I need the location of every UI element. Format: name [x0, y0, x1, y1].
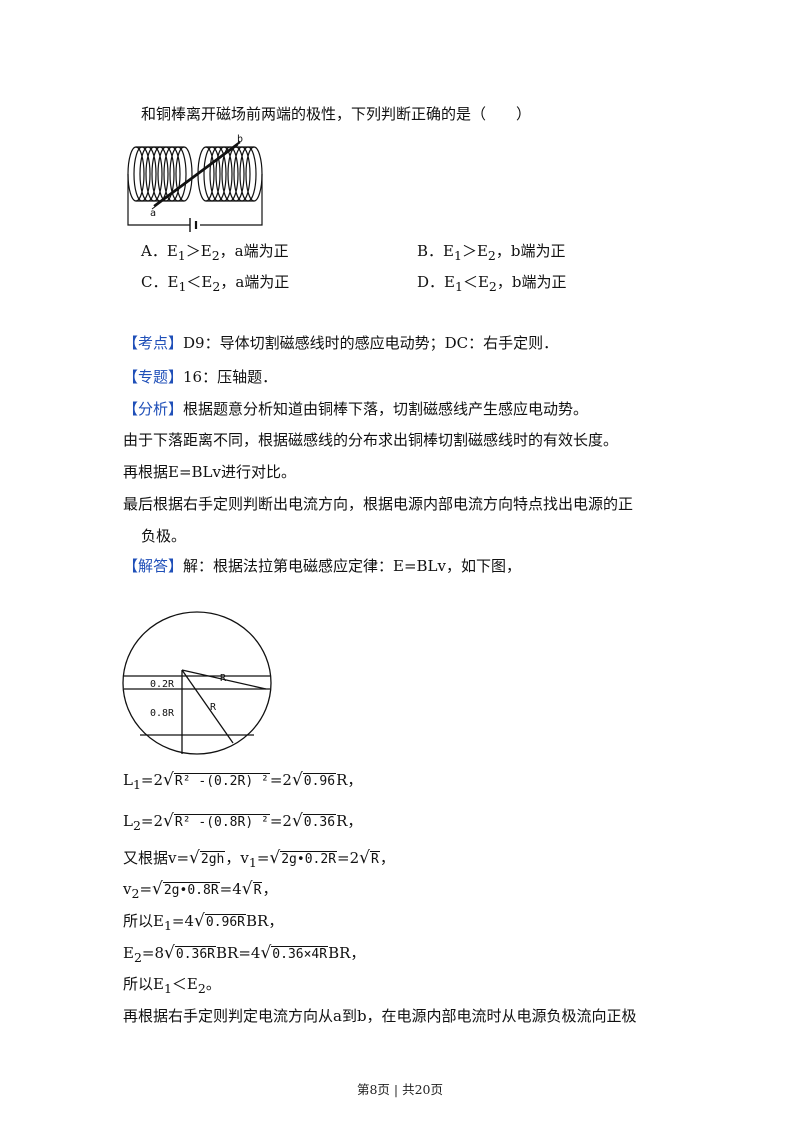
analysis-line-2: 由于下落距离不同，根据磁感线的分布求出铜棒切割磁感线时的有效长度。 — [123, 431, 619, 449]
label-0.2r: 0.2R — [150, 679, 175, 690]
equation-v: 又根据v=√2gh，v1=√2g•0.2R=2√R， — [123, 848, 395, 870]
analysis-line-3: 再根据E=BLv进行对比。 — [123, 463, 296, 481]
analysis-line-5: 负极。 — [141, 527, 187, 545]
label-r-lower: R — [210, 702, 217, 713]
fenxi-line: 【分析】根据题意分析知道由铜棒下落，切割磁感线产生感应电动势。 — [123, 400, 589, 418]
conclusion-line: 再根据右手定则判定电流方向从a到b，在电源内部电流时从电源负极流向正极 — [123, 1007, 637, 1025]
label-r-upper: R — [220, 673, 227, 684]
equation-compare: 所以E1＜E2。 — [123, 975, 221, 996]
equation-l1: L1=2√R² -(0.2R) ²=2√0.96R， — [123, 770, 363, 792]
kaodian-line: 【考点】D9：导体切割磁感线时的感应电动势；DC：右手定则． — [123, 334, 559, 352]
label-a: a — [150, 208, 156, 219]
equation-v2: v2=√2g•0.8R=4√R， — [123, 879, 278, 901]
analysis-line-4: 最后根据右手定则判断出电流方向，根据电源内部电流方向特点找出电源的正 — [123, 495, 634, 513]
equation-e2: E2=8√0.36RBR=4√0.36×4RBR， — [123, 943, 366, 965]
label-b: b — [237, 134, 243, 145]
equation-l2: L2=2√R² -(0.8R) ²=2√0.36R， — [123, 811, 363, 833]
option-c[interactable]: C．E1＜E2，a端为正 — [141, 273, 290, 294]
circle-diagram: 0.2R 0.8R R R — [122, 611, 272, 755]
option-d[interactable]: D．E1＜E2，b端为正 — [417, 273, 567, 294]
option-a[interactable]: A．E1＞E2，a端为正 — [141, 242, 289, 263]
page-footer: 第8页 | 共20页 — [356, 1082, 444, 1097]
coil-figure: a b — [127, 134, 263, 232]
jieda-line: 【解答】解：根据法拉第电磁感应定律：E=BLv，如下图， — [123, 557, 521, 575]
equation-e1: 所以E1=4√0.96RBR， — [123, 911, 284, 933]
zhuanti-line: 【专题】16：压轴题． — [123, 368, 278, 386]
option-b[interactable]: B．E1＞E2，b端为正 — [417, 242, 566, 263]
label-0.8r: 0.8R — [150, 708, 175, 719]
question-stem: 和铜棒离开磁场前两端的极性，下列判断正确的是（ ） — [141, 105, 532, 123]
